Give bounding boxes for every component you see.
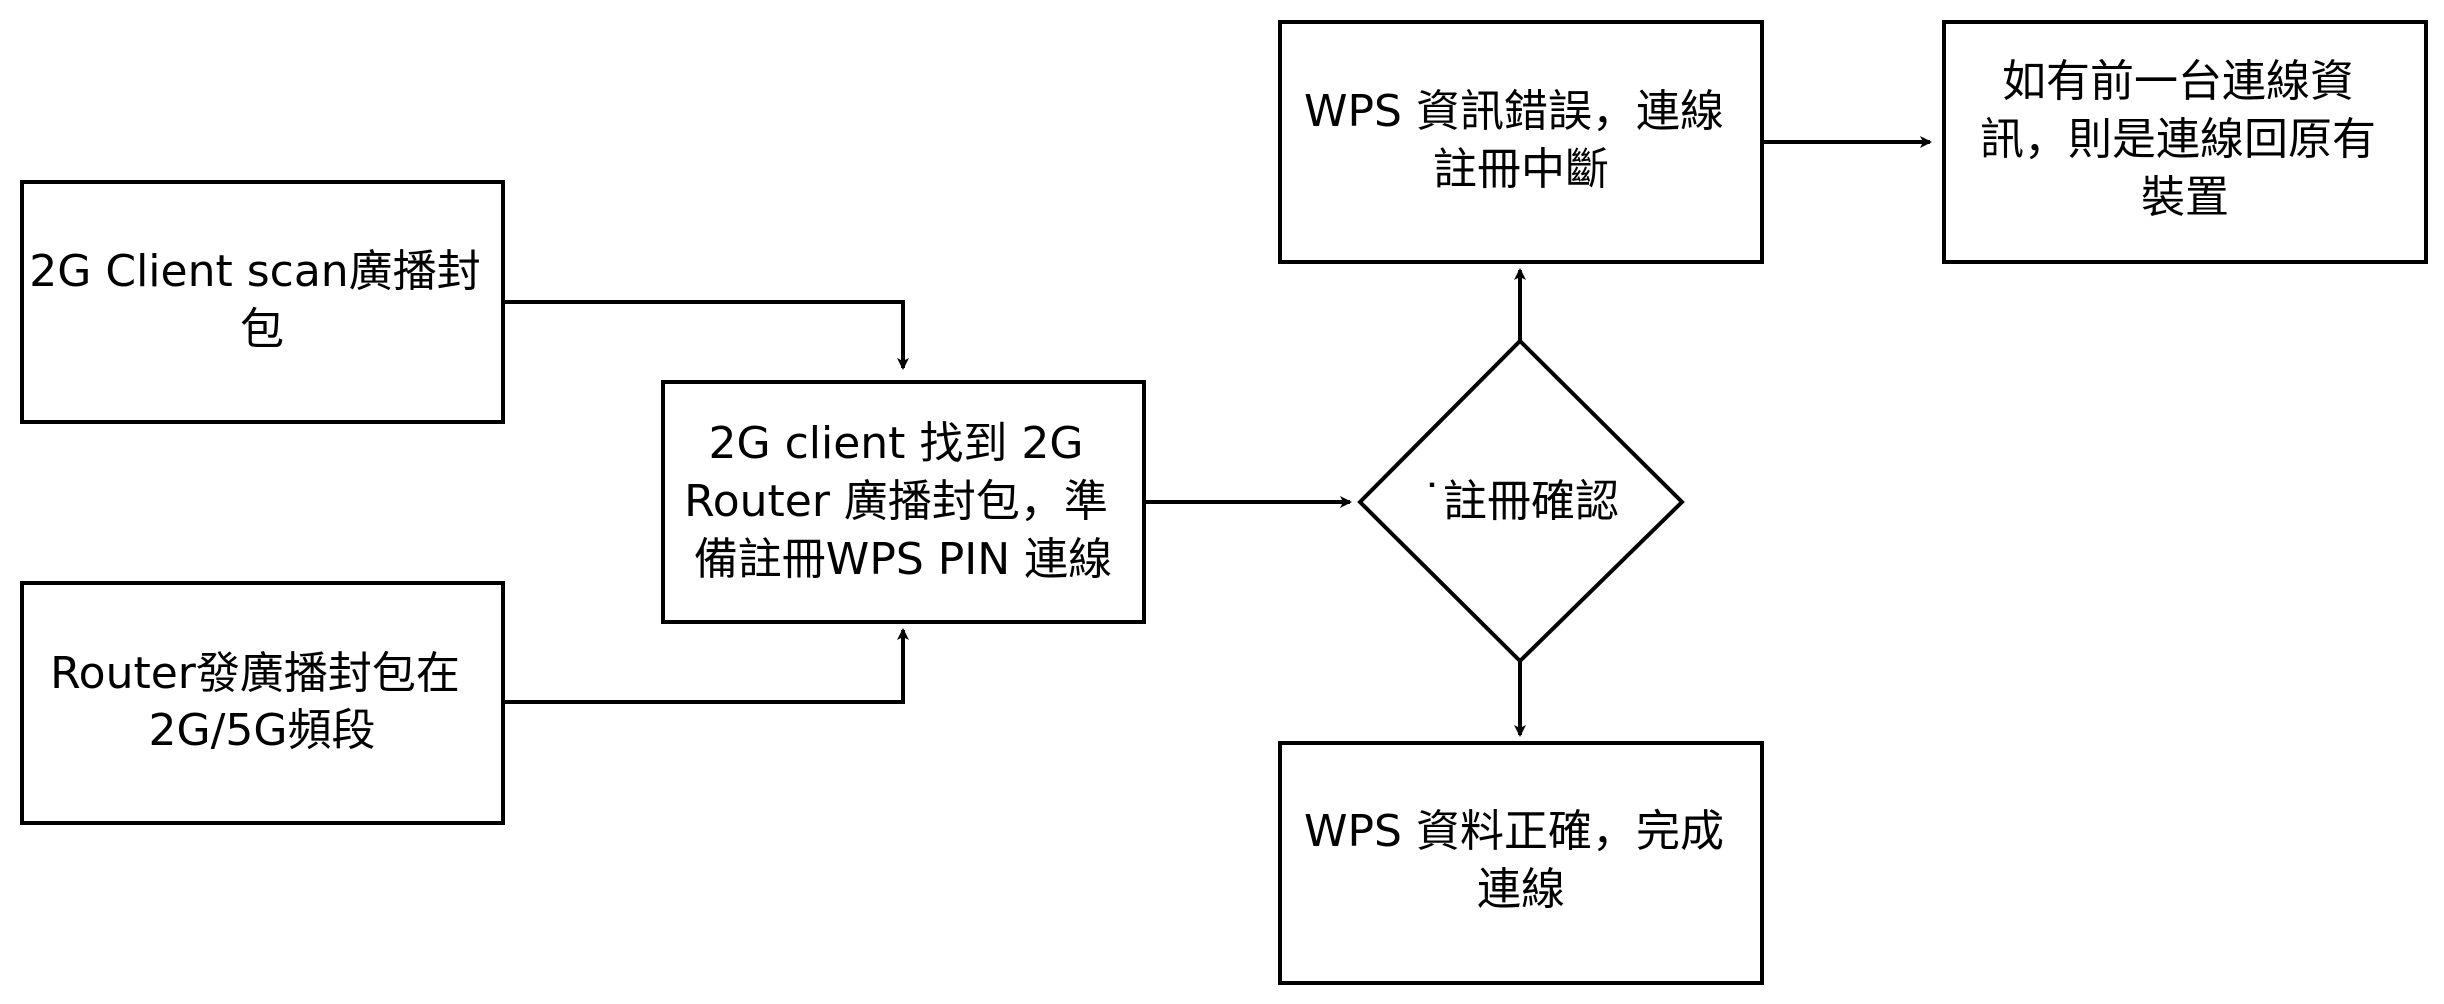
- svg-text:如有前一台連線資 訊，則是連線回原有: 如有前一台連線資 訊，則是連線回原有 裝置: [1980, 56, 2390, 223]
- node-wps-error: WPS 資訊錯誤，連線 註冊中斷: [1278, 20, 1764, 264]
- node-client-scan-line-1: 2G Client scan廣播封: [29, 246, 480, 297]
- node-client-scan-line-2: 包: [240, 304, 284, 355]
- node-wps-ok-line-1: WPS 資料正確，完成: [1304, 806, 1724, 857]
- node-confirm-decision: ˙註冊確認: [1357, 338, 1685, 664]
- edges: [503, 136, 1932, 737]
- node-wps-error-line-2: 註冊中斷: [1433, 144, 1609, 195]
- node-wps-error-line-1: WPS 資訊錯誤，連線: [1304, 86, 1724, 137]
- node-previous-line-2: 訊，則是連線回原有: [1980, 114, 2376, 165]
- svg-text:WPS 資料正確，完成 連線: WPS 資料正確，完成 連線: [1304, 806, 1738, 915]
- svg-text:WPS 資訊錯誤，連線 註冊中斷: WPS 資訊錯誤，連線 註冊中斷: [1304, 86, 1738, 195]
- svg-text:2G Client scan廣播封 包: 2G Client scan廣播封 包: [29, 246, 494, 355]
- node-previous-device: 如有前一台連線資 訊，則是連線回原有 裝置: [1942, 20, 2428, 264]
- node-router-broadcast: Router發廣播封包在 2G/5G頻段: [20, 581, 505, 825]
- node-router-broadcast-line-1: Router發廣播封包在: [50, 648, 460, 699]
- node-wps-ok-line-2: 連線: [1477, 864, 1565, 915]
- node-previous-line-1: 如有前一台連線資: [2002, 56, 2354, 107]
- node-confirm-label: ˙註冊確認: [1421, 476, 1619, 527]
- edge-client-scan-to-client-found: [503, 300, 909, 370]
- node-wps-ok: WPS 資料正確，完成 連線: [1278, 741, 1764, 985]
- node-client-scan: 2G Client scan廣播封 包: [20, 180, 505, 424]
- svg-text:2G client 找到 2G Router 廣: 2G client 找到 2G Router 廣播封包，準 備註冊WPS PIN…: [684, 418, 1122, 585]
- node-client-found: 2G client 找到 2G Router 廣播封包，準 備註冊WPS PIN…: [661, 380, 1146, 624]
- svg-text:Router發廣播封包在 2G/5G頻段: Router發廣播封包在 2G/5G頻段: [50, 648, 474, 756]
- node-client-found-line-3: 備註冊WPS PIN 連線: [694, 534, 1112, 585]
- node-previous-line-3: 裝置: [2141, 172, 2229, 223]
- svg-text:˙註冊確認: ˙註冊確認: [1421, 476, 1619, 527]
- node-router-broadcast-line-2: 2G/5G頻段: [148, 705, 375, 756]
- node-client-found-line-2: Router 廣播封包，準: [684, 476, 1108, 527]
- edge-router-broadcast-to-client-found: [503, 628, 909, 704]
- node-client-found-line-1: 2G client 找到 2G: [709, 418, 1084, 469]
